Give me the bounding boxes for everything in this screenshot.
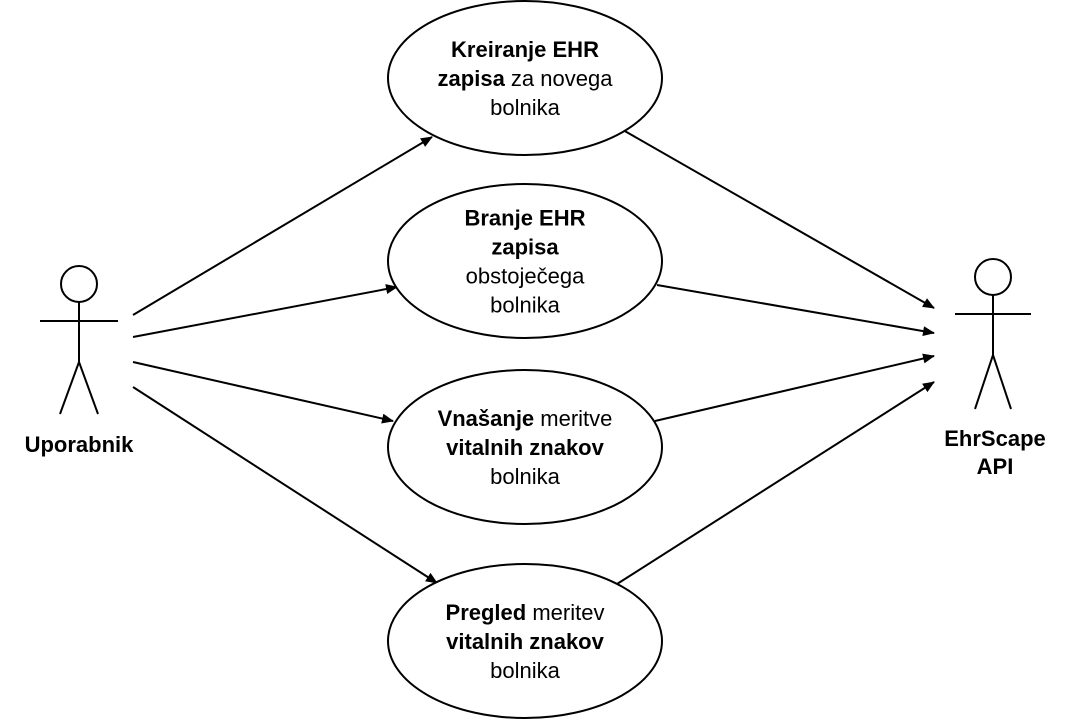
actor-api-right-leg (992, 354, 1012, 410)
use-case-enter: Vnašanje meritve vitalnih znakov bolnika (387, 369, 663, 525)
use-case-label-segment: za novega (505, 66, 613, 91)
use-case-label-segment: meritev (526, 600, 604, 625)
use-case-label-segment: Pregled (446, 600, 527, 625)
user-associations (132, 136, 438, 584)
use-case-create-label: Kreiranje EHR zapisa za novega bolnika (438, 37, 614, 120)
assoc-user-read (132, 284, 398, 338)
api-associations (616, 129, 935, 585)
use-case-label-segment: obstoječega (466, 264, 585, 289)
actor-user: Uporabnik (25, 265, 135, 457)
assoc-read-api (656, 284, 935, 337)
actor-user-label: Uporabnik (25, 432, 135, 457)
use-case-view-label: Pregled meritev vitalnih znakov bolnika (446, 600, 605, 683)
use-case-create-ellipse (387, 0, 663, 156)
assoc-create-api (622, 129, 935, 309)
use-case-label-segment: Branje EHR (464, 206, 585, 231)
assoc-enter-api (654, 353, 935, 422)
actor-user-left-leg (59, 361, 80, 415)
actor-api-left-leg (974, 354, 994, 410)
use-case-view-ellipse (387, 563, 663, 719)
use-case-label-segment: bolnika (490, 293, 560, 318)
use-case-label-segment: vitalnih znakov (446, 629, 604, 654)
use-case-read-ellipse (387, 183, 663, 339)
use-case-label-segment: zapisa (438, 66, 506, 91)
actor-api-label-line-2: API (977, 454, 1014, 479)
use-case-view: Pregled meritev vitalnih znakov bolnika (387, 563, 663, 719)
use-case-label-segment: meritve (534, 406, 612, 431)
use-case-create: Kreiranje EHR zapisa za novega bolnika (387, 0, 663, 156)
use-case-label-segment: bolnika (490, 95, 560, 120)
actor-api-label-line-1: EhrScape (944, 426, 1046, 451)
use-case-enter-label: Vnašanje meritve vitalnih znakov bolnika (438, 406, 613, 489)
actor-api: EhrScape API (944, 258, 1046, 479)
use-case-label-segment: bolnika (490, 464, 560, 489)
use-case-label-segment: bolnika (490, 658, 560, 683)
use-case-label-segment: zapisa (491, 235, 559, 260)
use-case-enter-ellipse (387, 369, 663, 525)
use-case-label-segment: Vnašanje (438, 406, 535, 431)
actor-user-head (60, 265, 98, 303)
use-case-label-segment: Kreiranje EHR (451, 37, 599, 62)
use-case-read-label: Branje EHR zapisa obstoječega bolnika (464, 206, 585, 318)
actor-api-head (974, 258, 1012, 296)
assoc-view-api (616, 381, 935, 585)
assoc-user-enter (132, 361, 394, 424)
actor-user-right-leg (78, 361, 99, 415)
assoc-user-view (132, 386, 438, 584)
use-case-label-segment: vitalnih znakov (446, 435, 604, 460)
assoc-user-create (132, 136, 433, 316)
use-case-read: Branje EHR zapisa obstoječega bolnika (387, 183, 663, 339)
